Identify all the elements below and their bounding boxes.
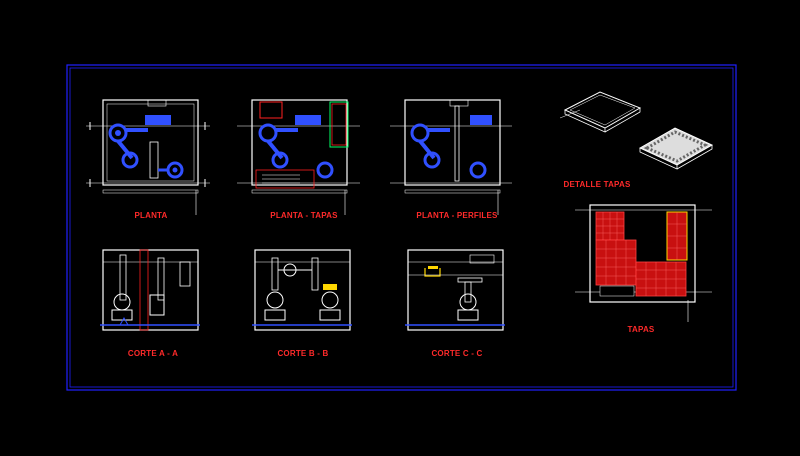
label-planta: PLANTA	[134, 211, 168, 220]
section-a-view	[100, 249, 200, 331]
label-planta-tapas: PLANTA - TAPAS	[270, 211, 338, 220]
sheet-frame-outer	[66, 64, 737, 391]
label-corte-a: CORTE A - A	[127, 349, 179, 358]
plan-view	[86, 99, 210, 215]
cover-detail-isometric	[559, 91, 714, 170]
section-c-view	[405, 249, 505, 331]
label-tapas: TAPAS	[627, 325, 655, 334]
label-planta-perfiles: PLANTA - PERFILES	[416, 211, 498, 220]
covers-layout-view	[575, 204, 712, 322]
label-detalle-tapas: DETALLE TAPAS	[563, 180, 631, 189]
sheet-frame-inner	[69, 67, 734, 388]
label-corte-c: CORTE C - C	[431, 349, 483, 358]
section-b-view	[252, 249, 352, 331]
label-corte-b: CORTE B - B	[277, 349, 329, 358]
plan-profiles-view	[390, 99, 512, 215]
plan-covers-view	[237, 99, 360, 215]
